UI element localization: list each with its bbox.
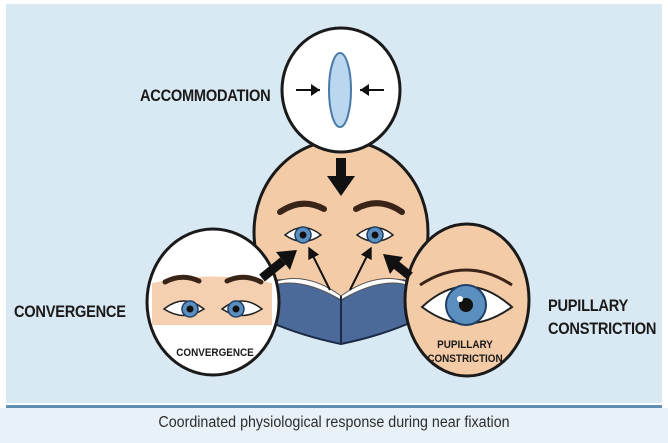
convergence-inner-label: CONVERGENCE <box>166 347 265 359</box>
lens-icon <box>329 53 351 127</box>
pupillary-inner-label: PUPILLARY CONSTRICTION <box>416 338 515 366</box>
accommodation-label: ACCOMMODATION <box>140 86 270 106</box>
caption: Coordinated physiological response durin… <box>27 414 642 432</box>
accommodation-circle <box>282 28 400 152</box>
pupillary-inner-line2: CONSTRICTION <box>416 352 515 366</box>
pupillary-inner-line1: PUPILLARY <box>416 338 515 352</box>
convergence-label: CONVERGENCE <box>14 302 126 322</box>
pupillary-label-line2: CONSTRICTION <box>548 317 656 340</box>
pupillary-constriction-label: PUPILLARY CONSTRICTION <box>548 294 656 340</box>
pupillary-label-line1: PUPILLARY <box>548 294 656 317</box>
